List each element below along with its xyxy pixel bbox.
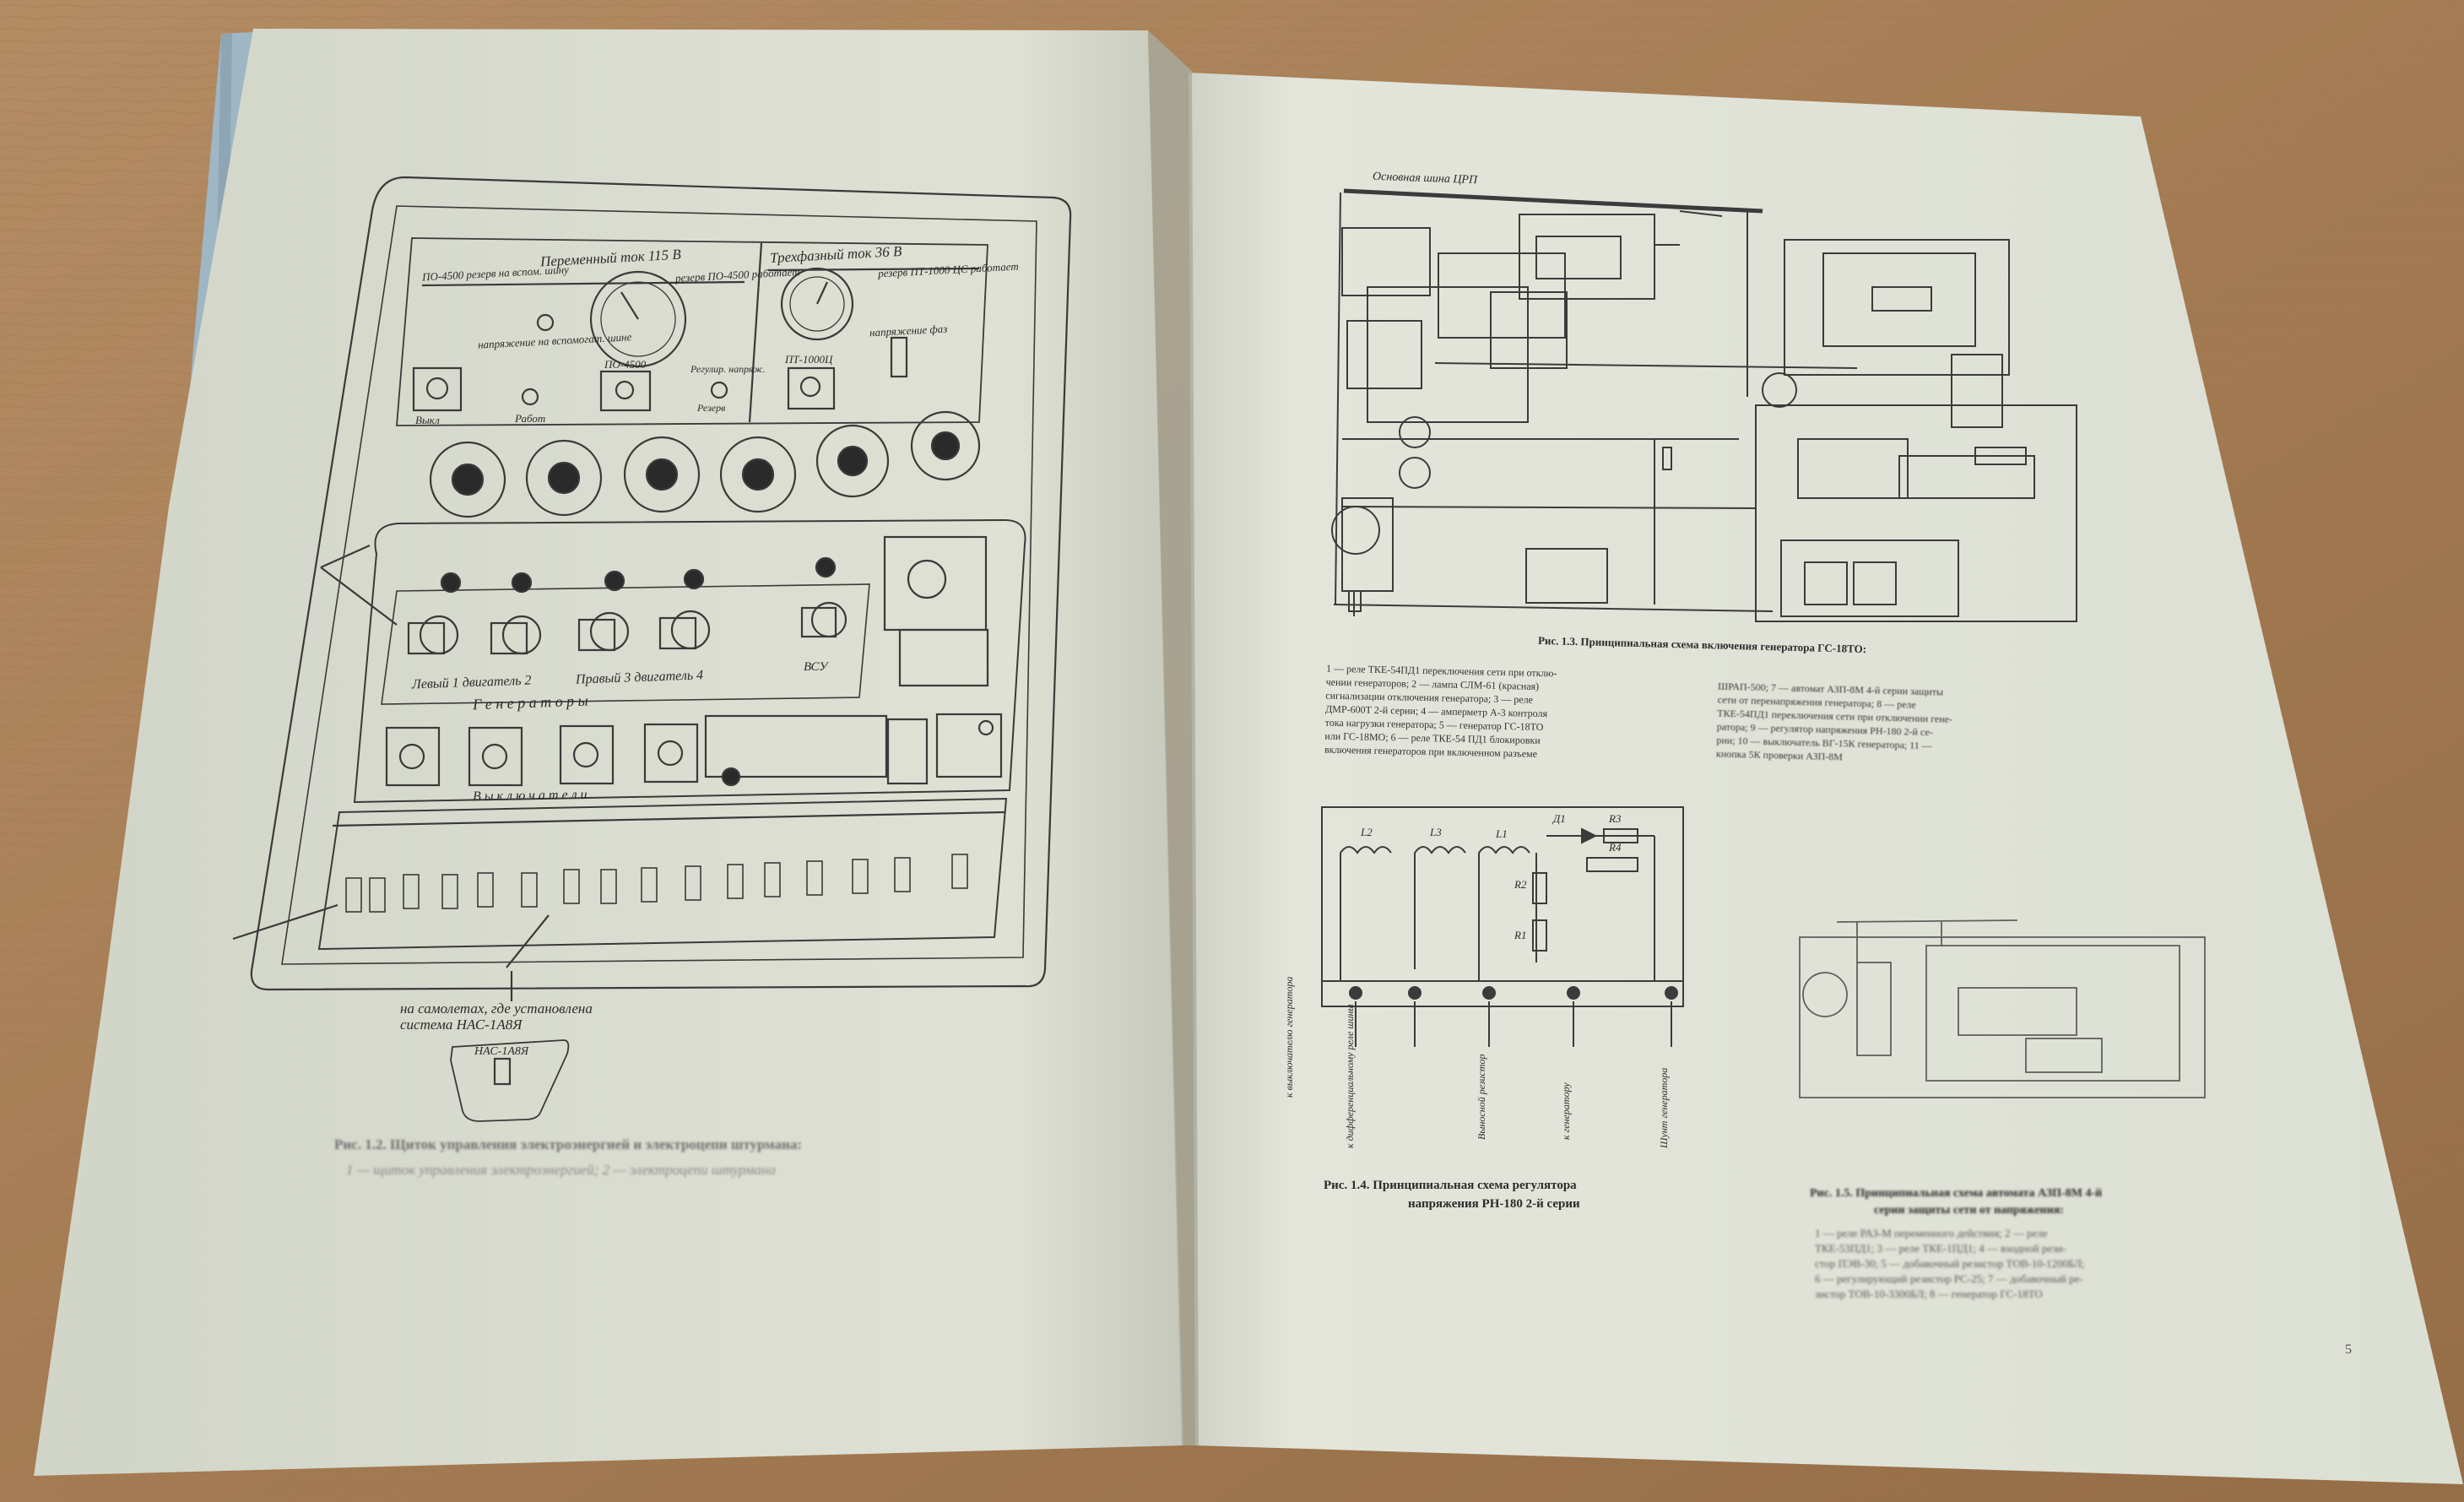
breaker-row [429,410,981,518]
desc-line: 6 — регулирующий резистор РС-25; 7 — доб… [1815,1272,2083,1285]
fig-1-5-desc: 1 — реле РАЗ-М переменного действия; 2 —… [1815,1226,2212,1302]
fig14-terminal-2: к дифференциальному реле шины [1344,1004,1356,1148]
fig-1-4-caption-l2: напряжения РН-180 2-й серии [1408,1197,1580,1211]
label-nas-box: НАС-1А8Я [474,1045,529,1058]
fig14-label-l1: L1 [1496,827,1508,840]
label-vykl: Выкл [415,414,440,426]
desc-line: ТКЕ-53ПД1; 3 — реле ТКЕ-1ПД1; 4 — входно… [1815,1242,2066,1255]
annotation-nas: на самолетах, где установлена система НА… [400,1000,593,1033]
left-page [34,29,1183,1476]
fig-1-3-desc-left: 1 — реле ТКЕ-54ПД1 переключения сети при… [1324,662,1681,764]
label-vsu: ВСУ [804,660,828,674]
fig-1-4-caption-l1: Рис. 1.4. Принципиальная схема регулятор… [1324,1179,1577,1192]
desc-line: 1 — реле РАЗ-М переменного действия; 2 —… [1815,1227,2048,1239]
fig-1-2-caption-title: Рис. 1.2. Щиток управления электроэнерги… [334,1136,803,1152]
fig14-label-r2: R2 [1514,878,1527,891]
right-page [1189,73,2463,1484]
fig14-label-r4: R4 [1609,841,1622,854]
fig14-terminal-1: к выключателю генератора [1283,976,1295,1098]
desc-line: стор ПЭВ-30; 5 — добавочный резистор ТОВ… [1815,1257,2085,1270]
schematic-fig-1-3 [1331,188,2077,622]
label-pt1000: ПТ-1000Ц [785,353,833,366]
fig-1-3-desc-right: ШРАП-500; 7 — автомат АЗП-8М 4-й серии з… [1716,680,2072,770]
label-vyklyuchateli: В ы к л ю ч а т е л и [472,787,588,805]
fig14-terminal-3: Выносной резистор [1476,1054,1487,1140]
label-rezerv: Резерв [697,402,726,414]
desc-line: зистор ТОВ-10-3300БЛ; 8 — генератор ГС-1… [1815,1288,2043,1300]
label-po4500: ПО-4500 [604,358,647,371]
page-number: 5 [2345,1342,2352,1357]
fig14-terminal-4: к генератору [1560,1082,1572,1140]
fig-1-2-caption-body: 1 — щиток управления электроэнергией; 2 … [346,1162,776,1178]
fig14-terminal-5: Шунт генератора [1658,1067,1670,1148]
fig14-label-d1: Д1 [1553,812,1566,825]
label-rabot: Работ [515,412,546,425]
schematic-fig-1-5 [1799,919,2206,1098]
control-panel-drawing [232,176,1072,1122]
fig14-label-l3: L3 [1430,826,1442,838]
schematic-fig-1-4 [1321,806,1684,1047]
fig14-label-r3: R3 [1609,812,1622,825]
fig-1-5-caption-l1: Рис. 1.5. Принципиальная схема автомата … [1810,1187,2103,1200]
fig14-label-l2: L2 [1361,826,1373,838]
fig-1-5-caption-l2: серии защиты сети от напряжения: [1874,1204,2064,1217]
label-regul-napryaj: Регулир. напряж. [690,363,766,375]
fig14-label-r1: R1 [1514,929,1527,941]
book-spine [1148,30,1199,1445]
